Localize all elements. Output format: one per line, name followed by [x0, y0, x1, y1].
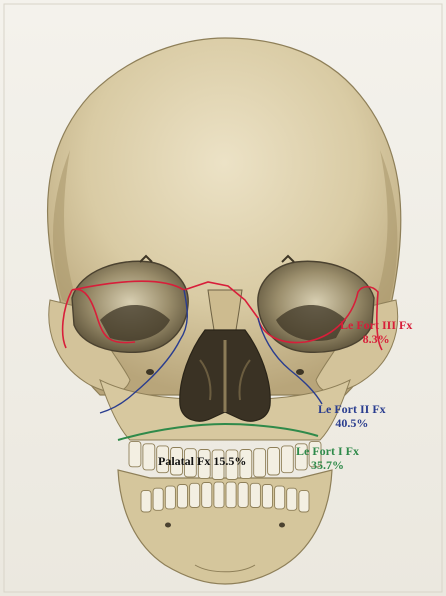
- le-fort-iii-name: Le Fort III Fx: [340, 318, 412, 332]
- lower-tooth: [202, 483, 212, 508]
- lower-tooth: [287, 488, 297, 510]
- lower-tooth: [177, 485, 187, 509]
- right-mental-foramen: [279, 523, 285, 528]
- upper-tooth: [129, 441, 141, 466]
- lower-tooth: [226, 482, 236, 508]
- left-mental-foramen: [165, 523, 171, 528]
- left-infraorbital-foramen: [146, 369, 154, 375]
- nasal-bones: [208, 290, 242, 330]
- lower-tooth: [190, 483, 200, 507]
- le-fort-ii-percentage: 40.5%: [318, 416, 386, 430]
- upper-tooth: [143, 444, 155, 470]
- upper-tooth: [254, 449, 266, 477]
- lower-tooth: [153, 488, 163, 510]
- lower-tooth: [299, 491, 309, 512]
- lower-tooth: [262, 485, 272, 509]
- lower-tooth: [238, 483, 248, 508]
- upper-tooth: [281, 446, 293, 473]
- upper-tooth: [268, 448, 280, 476]
- lower-tooth: [141, 491, 151, 512]
- right-infraorbital-foramen: [296, 369, 304, 375]
- le-fort-ii-label: Le Fort II Fx 40.5%: [318, 402, 386, 430]
- lower-tooth: [165, 486, 175, 509]
- lower-tooth: [250, 483, 260, 507]
- le-fort-iii-percentage: 8.3%: [340, 332, 412, 346]
- le-fort-i-label: Le Fort I Fx 35.7%: [296, 444, 359, 472]
- le-fort-ii-name: Le Fort II Fx: [318, 402, 386, 416]
- lower-tooth: [214, 482, 224, 508]
- le-fort-i-name: Le Fort I Fx: [296, 444, 359, 458]
- palatal-fracture-label: Palatal Fx 15.5%: [158, 454, 246, 468]
- le-fort-i-percentage: 35.7%: [296, 458, 359, 472]
- lower-tooth: [275, 486, 285, 509]
- le-fort-iii-label: Le Fort III Fx 8.3%: [340, 318, 412, 346]
